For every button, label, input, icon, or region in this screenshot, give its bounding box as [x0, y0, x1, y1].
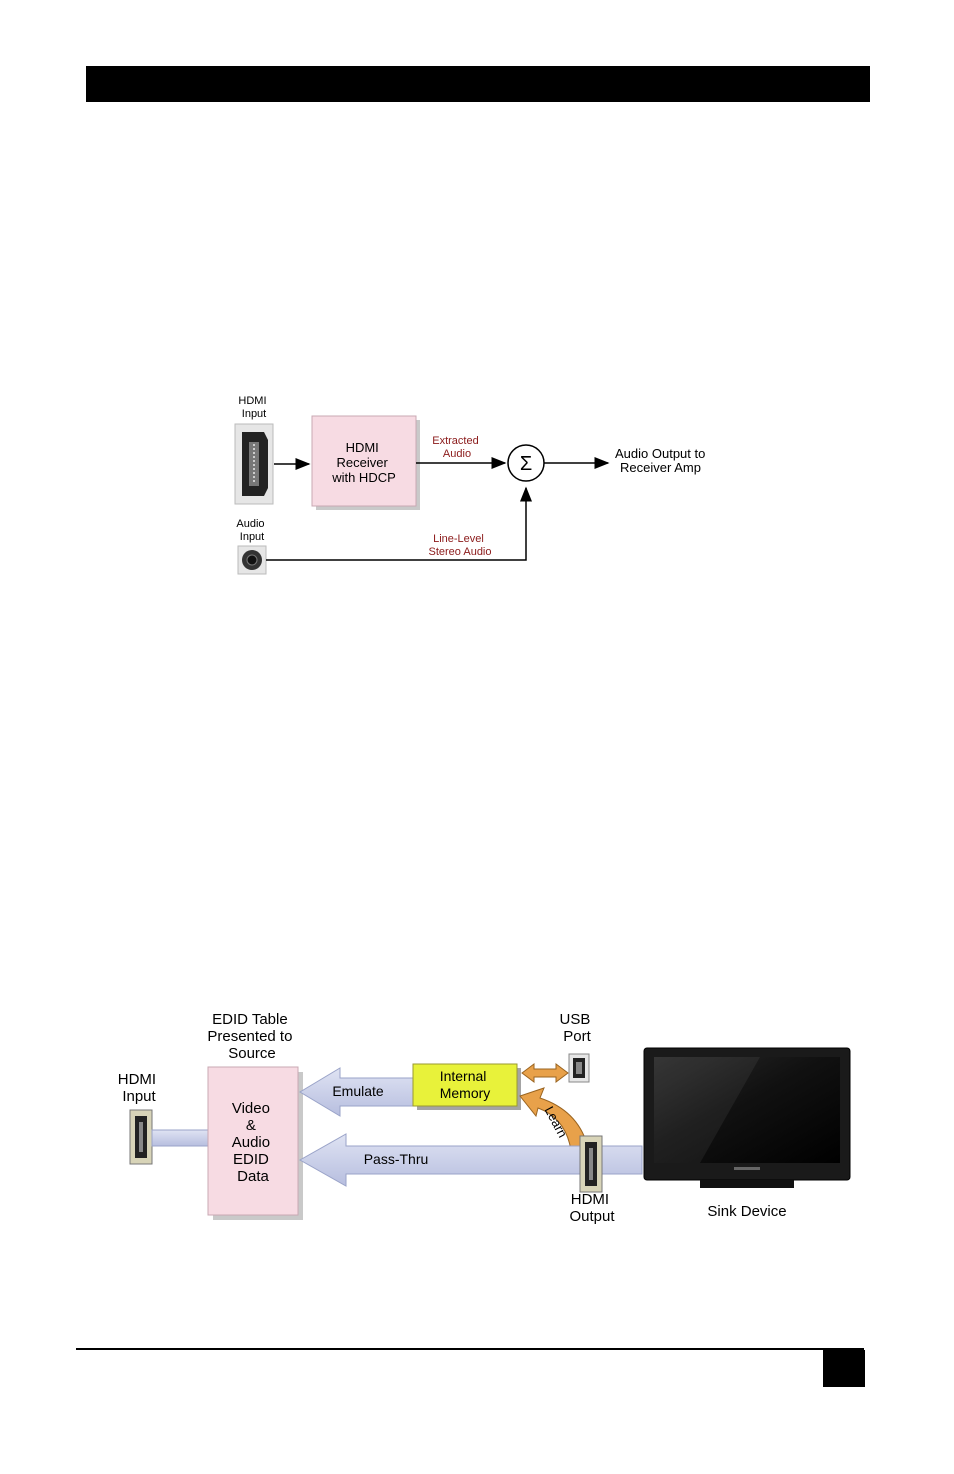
- hdmi-output-connector-icon: [580, 1136, 602, 1192]
- emulate-label: Emulate: [332, 1083, 384, 1099]
- edid-table-title: EDID Table Presented to Source: [207, 1011, 296, 1062]
- edid-data-label: Video & Audio EDID Data: [232, 1100, 275, 1185]
- audio-output-label: Audio Output to Receiver Amp: [615, 446, 709, 475]
- line-level-label: Line-Level Stereo Audio: [429, 533, 492, 558]
- hdmi-input-connector-icon: [130, 1110, 152, 1164]
- footer-rule: [76, 1348, 864, 1350]
- usb-port-label: USB Port: [559, 1011, 594, 1045]
- audio-jack-icon: [238, 546, 266, 574]
- hdmi-input-label-2: HDMI Input: [118, 1071, 161, 1105]
- audio-input-label: Audio Input: [236, 518, 267, 543]
- usb-port-icon: [569, 1054, 589, 1082]
- passthru-label: Pass-Thru: [364, 1151, 429, 1167]
- internal-memory-label: Internal Memory: [440, 1068, 491, 1101]
- sum-symbol: Σ: [520, 453, 532, 475]
- tv-sink-icon: [644, 1048, 850, 1188]
- sink-device-label: Sink Device: [707, 1203, 786, 1220]
- hdmi-output-label: HDMI Output: [569, 1191, 615, 1225]
- edid-diagram: EDID Table Presented to Source HDMI Inpu…: [0, 1000, 954, 1260]
- extracted-audio-label: Extracted Audio: [432, 435, 482, 460]
- usb-double-arrow: [522, 1064, 568, 1082]
- page-number-box: [823, 1350, 865, 1387]
- hdmi-connector-icon: [235, 424, 273, 504]
- audio-diagram: HDMI Input HDMI Receiver with HDCP Extra…: [0, 0, 954, 600]
- hdmi-input-label: HDMI Input: [238, 395, 269, 420]
